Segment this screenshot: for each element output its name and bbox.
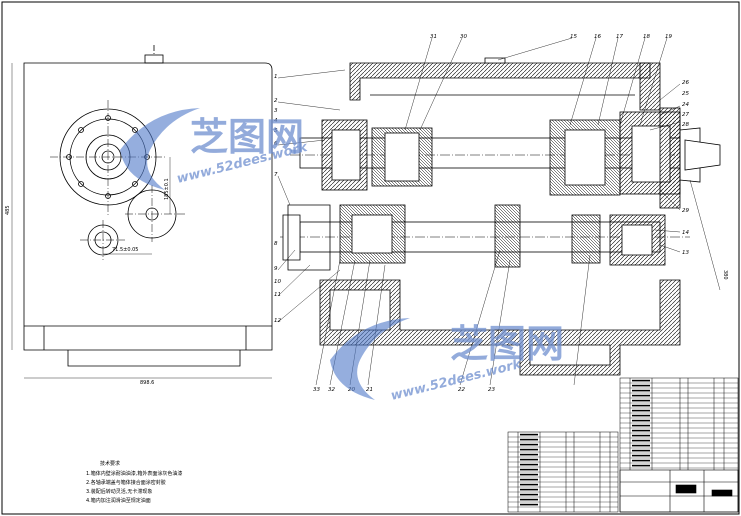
table-cell-text	[632, 394, 650, 397]
requirement-item: 4.箱内加注润滑油至规定油面	[86, 497, 151, 504]
watermark-logo-text: 芝图网	[450, 322, 564, 366]
part-number-label: 22	[458, 387, 465, 393]
dimension-width: 898.6	[140, 380, 154, 386]
dimension-height: 485	[5, 205, 11, 215]
part-number-label: 2	[274, 98, 278, 104]
part-number-label: 14	[682, 230, 689, 236]
table-cell-text	[632, 409, 650, 412]
table-cell-text	[632, 424, 650, 427]
table-cell-text	[632, 379, 650, 382]
part-number-label: 6	[274, 141, 278, 147]
requirement-item: 1.箱体内壁涂耐油油漆,箱外表面涂灰色油漆	[86, 470, 182, 477]
table-cell-text	[632, 439, 650, 442]
part-number-label: 30	[460, 34, 467, 40]
part-number-label: 12	[274, 318, 281, 324]
table-cell-text	[520, 438, 538, 441]
part-number-label: 17	[616, 34, 623, 40]
part-number-label: 19	[665, 34, 672, 40]
technical-requirements: 技术要求 1.箱体内壁涂耐油油漆,箱外表面涂灰色油漆 2.各轴承端盖与箱体接合面…	[86, 460, 182, 504]
table-cell-text	[520, 458, 538, 461]
table-cell-text	[632, 449, 650, 452]
part-number-label: 5	[274, 128, 278, 134]
part-number-label: 4	[274, 118, 278, 124]
part-number-label: 15	[570, 34, 577, 40]
table-cell-text	[520, 473, 538, 476]
table-cell-text	[632, 459, 650, 462]
part-number-label: 33	[313, 387, 320, 393]
watermark-logo-text: 芝图网	[190, 115, 304, 159]
part-number-label: 3	[274, 108, 278, 114]
table-cell-text	[520, 478, 538, 481]
part-number-label: 27	[682, 112, 689, 118]
part-number-label: 25	[682, 91, 689, 97]
part-number-label: 31	[430, 34, 437, 40]
table-cell-text	[632, 399, 650, 402]
table-cell-text	[632, 384, 650, 387]
watermark-logo-icon	[120, 108, 200, 190]
left-view	[11, 45, 273, 379]
table-cell-text	[520, 433, 538, 436]
part-number-label: 9	[274, 266, 278, 272]
table-cell-text	[520, 453, 538, 456]
table-cell-text	[520, 468, 538, 471]
table-cell-text	[520, 443, 538, 446]
table-cell-text	[632, 429, 650, 432]
part-number-label: 21	[366, 387, 373, 393]
watermark-logo-icon	[330, 318, 410, 400]
part-number-label: 1	[274, 74, 278, 80]
table-cell-text	[520, 503, 538, 506]
part-number-label: 24	[682, 102, 689, 108]
table-cell-text	[520, 488, 538, 491]
part-numbers-left: 1 2 3 4 5 6 7 8 9 10 11 12	[274, 74, 281, 324]
table-cell-text	[632, 419, 650, 422]
part-number-label: 29	[682, 208, 689, 214]
table-cell-text	[632, 404, 650, 407]
part-number-label: 13	[682, 250, 689, 256]
table-cell-text	[632, 414, 650, 417]
dimension-side: 380	[722, 270, 728, 280]
dimension-center-vertical: 185±0.1	[164, 178, 170, 200]
part-number-label: 7	[274, 172, 278, 178]
table-cell-text	[632, 464, 650, 467]
part-number-label: 23	[488, 387, 495, 393]
part-number-label: 26	[682, 80, 689, 86]
parts-list-right-rows	[620, 379, 738, 469]
part-number-label: 28	[682, 122, 689, 128]
part-number-label: 11	[274, 292, 281, 298]
requirement-item: 2.各轴承端盖与箱体接合面涂密封胶	[86, 479, 166, 486]
table-cell-text	[520, 493, 538, 496]
table-cell-text	[632, 434, 650, 437]
title-block	[619, 469, 739, 513]
parts-list-left-rows	[508, 433, 618, 508]
dimension-center-horizontal: 71.5±0.05	[112, 247, 138, 253]
part-number-label: 32	[328, 387, 335, 393]
part-number-label: 10	[274, 279, 281, 285]
part-numbers-top: 31 30 15 16 17 18 19	[430, 34, 672, 40]
part-numbers-right: 26 25 24 27 28 29 14 13	[682, 80, 689, 256]
table-cell-text	[520, 483, 538, 486]
part-number-label: 18	[643, 34, 650, 40]
parts-list-right	[619, 377, 739, 513]
table-cell-text	[520, 498, 538, 501]
part-number-label: 16	[594, 34, 601, 40]
table-cell-text	[632, 444, 650, 447]
table-cell-text	[632, 454, 650, 457]
table-cell-text	[632, 389, 650, 392]
table-cell-text	[520, 448, 538, 451]
part-number-label: 8	[274, 241, 278, 247]
table-cell-text	[520, 463, 538, 466]
watermark-top: 芝图网 www.52dees.work	[120, 108, 310, 190]
requirement-item: 3.装配后转动灵活,无卡滞现象	[86, 488, 152, 495]
requirements-title: 技术要求	[100, 460, 120, 467]
